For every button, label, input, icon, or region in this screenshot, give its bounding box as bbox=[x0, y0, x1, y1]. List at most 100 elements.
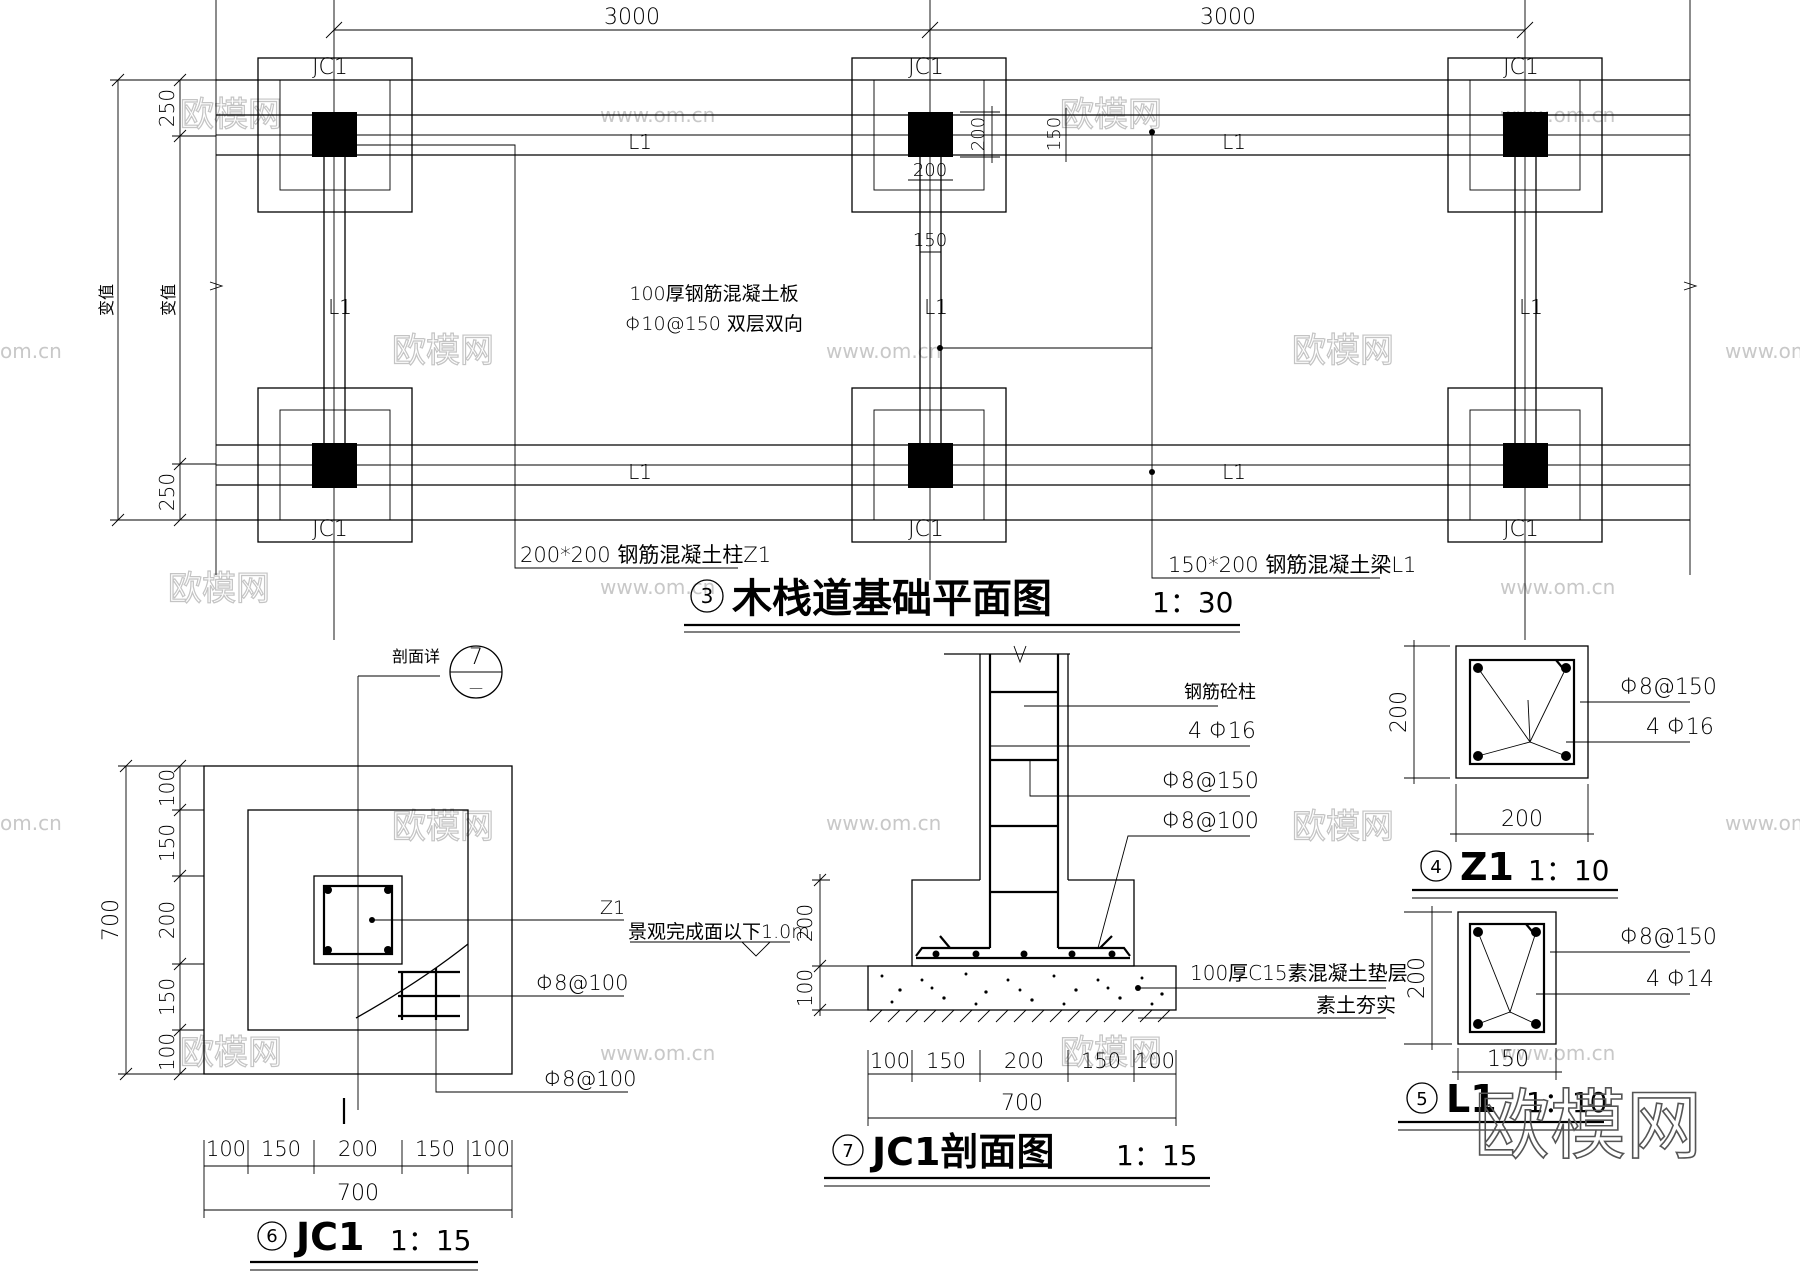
leader-line bbox=[1477, 931, 1537, 1014]
rebar-dot bbox=[324, 946, 332, 954]
beam-label: L1 bbox=[1222, 130, 1246, 154]
soil-note: 素土夯实 bbox=[1316, 993, 1396, 1017]
leader-dot bbox=[1149, 469, 1155, 475]
rebar-dot bbox=[972, 950, 980, 958]
stirrup bbox=[1468, 922, 1546, 1034]
slab-note: 100厚钢筋混凝土板 bbox=[629, 283, 798, 305]
footing-label: JC1 bbox=[1503, 517, 1539, 542]
dim-text: 150 bbox=[926, 1049, 966, 1073]
dim-text: 100 bbox=[206, 1137, 246, 1161]
jc1-section: 200 100 景观完成面以下1.0m 钢筋砼柱 4 Φ16 Φ8@150 Φ8… bbox=[628, 645, 1408, 1187]
watermark-logo: 欧模网 bbox=[168, 569, 270, 609]
dim-text: 200 bbox=[338, 1137, 378, 1161]
dim-text: 200 bbox=[1501, 807, 1543, 832]
dim-text: 700 bbox=[337, 1181, 379, 1206]
leader-line bbox=[357, 144, 738, 569]
leader-dot bbox=[937, 345, 943, 351]
title-index: 6 bbox=[266, 1226, 277, 1247]
pad-hatch bbox=[880, 972, 1164, 1006]
dim-text: 250 bbox=[155, 473, 179, 511]
dim-text: 200 bbox=[1387, 691, 1412, 733]
section-ref-num: 7 bbox=[469, 645, 483, 670]
rebar-dot bbox=[324, 886, 332, 894]
dim-text: 150 bbox=[913, 230, 947, 251]
dim-text: 100 bbox=[155, 1033, 179, 1071]
dim-tick bbox=[173, 457, 187, 471]
column-z1 bbox=[908, 443, 953, 488]
dim-tick bbox=[173, 957, 187, 971]
dim-text: 200 bbox=[913, 160, 947, 181]
watermark-url: www.om.cn bbox=[1725, 339, 1800, 363]
section-label: 4 Φ16 bbox=[1188, 719, 1256, 744]
column-z1 bbox=[312, 112, 357, 157]
z1-section: Φ8@150 4 Φ16 200 200 4 Z1 1：10 bbox=[1387, 640, 1717, 899]
watermark-url: www.om.cn bbox=[1500, 1041, 1615, 1065]
footing-label: JC1 bbox=[1503, 55, 1539, 80]
footing-label: JC1 bbox=[312, 55, 348, 80]
level-note: 景观完成面以下1.0m bbox=[628, 921, 810, 943]
title-index-circle bbox=[1406, 1082, 1438, 1114]
dim-text: 150 bbox=[155, 824, 179, 862]
dim-text: 150 bbox=[1487, 1047, 1529, 1072]
dim-tick bbox=[173, 73, 187, 87]
dim-tick bbox=[173, 129, 187, 143]
label-stirrup: Φ8@150 bbox=[1620, 675, 1717, 700]
footing-label: JC1 bbox=[312, 517, 348, 542]
dim-tick bbox=[325, 21, 343, 39]
title-scale: 1：10 bbox=[1526, 1086, 1607, 1119]
dim-tick bbox=[813, 873, 827, 887]
watermark-url: www.om.cn bbox=[1725, 811, 1800, 835]
rebar-hook bbox=[939, 935, 1113, 949]
break-mark bbox=[209, 281, 224, 291]
dim-text: 3000 bbox=[604, 5, 660, 30]
dim-text: 150 bbox=[1081, 1049, 1121, 1073]
dim-tick bbox=[813, 959, 827, 973]
dim-tick bbox=[813, 1003, 827, 1017]
dim-tick bbox=[111, 513, 125, 527]
dim-text: 100 bbox=[870, 1049, 910, 1073]
dim-tick bbox=[111, 73, 125, 87]
leader-line bbox=[1477, 667, 1567, 743]
section-label: 钢筋砼柱 bbox=[1184, 682, 1256, 703]
beam-outline bbox=[1457, 911, 1557, 1045]
footing-label: JC1 bbox=[908, 517, 944, 542]
dim-tick bbox=[173, 1067, 187, 1081]
column-note: 200*200 钢筋混凝土柱Z1 bbox=[520, 543, 771, 567]
dim-text: 200 bbox=[793, 904, 817, 942]
dim-text: 250 bbox=[155, 89, 179, 127]
dim-text: 100 bbox=[470, 1137, 510, 1161]
label-main: 4 Φ16 bbox=[1646, 715, 1714, 740]
watermark-logo-large: 欧模网 bbox=[1474, 1081, 1702, 1170]
column-outline bbox=[1455, 645, 1589, 779]
title-scale: 1：30 bbox=[1152, 586, 1233, 619]
watermark-url: www.om.cn bbox=[1500, 575, 1615, 599]
stirrup-hook bbox=[1555, 659, 1567, 673]
leader-line bbox=[1477, 1011, 1537, 1025]
title-index-circle bbox=[832, 1134, 864, 1166]
level-mark bbox=[741, 941, 771, 957]
leader-line bbox=[1527, 699, 1531, 743]
beam-label: L1 bbox=[1519, 295, 1543, 319]
title-text: Z1 bbox=[1460, 845, 1514, 889]
title-index-circle bbox=[690, 579, 724, 613]
dim-text: 200 bbox=[968, 117, 989, 151]
beam-label: L1 bbox=[1222, 460, 1246, 484]
pad-note: 100厚C15素混凝土垫层 bbox=[1190, 961, 1408, 985]
footing-jc1 bbox=[257, 57, 1603, 543]
leader-dot bbox=[1135, 985, 1141, 991]
concrete-pad bbox=[867, 965, 1177, 1011]
title-index: 4 bbox=[1430, 857, 1441, 878]
beam-label: L1 bbox=[924, 295, 948, 319]
dim-tick bbox=[1516, 21, 1534, 39]
title-scale: 1：15 bbox=[1116, 1139, 1197, 1172]
title-index: 3 bbox=[701, 584, 714, 608]
rebar-hook bbox=[915, 946, 990, 957]
cut-curve bbox=[355, 943, 469, 1019]
soil-hatch bbox=[869, 1009, 1171, 1023]
leader-dot bbox=[1149, 129, 1155, 135]
dim-text: 200 bbox=[1004, 1049, 1044, 1073]
title-index: 5 bbox=[1416, 1089, 1427, 1110]
break-mark bbox=[1683, 281, 1698, 291]
dim-text: 200 bbox=[1405, 957, 1430, 999]
leader-dot bbox=[369, 917, 375, 923]
